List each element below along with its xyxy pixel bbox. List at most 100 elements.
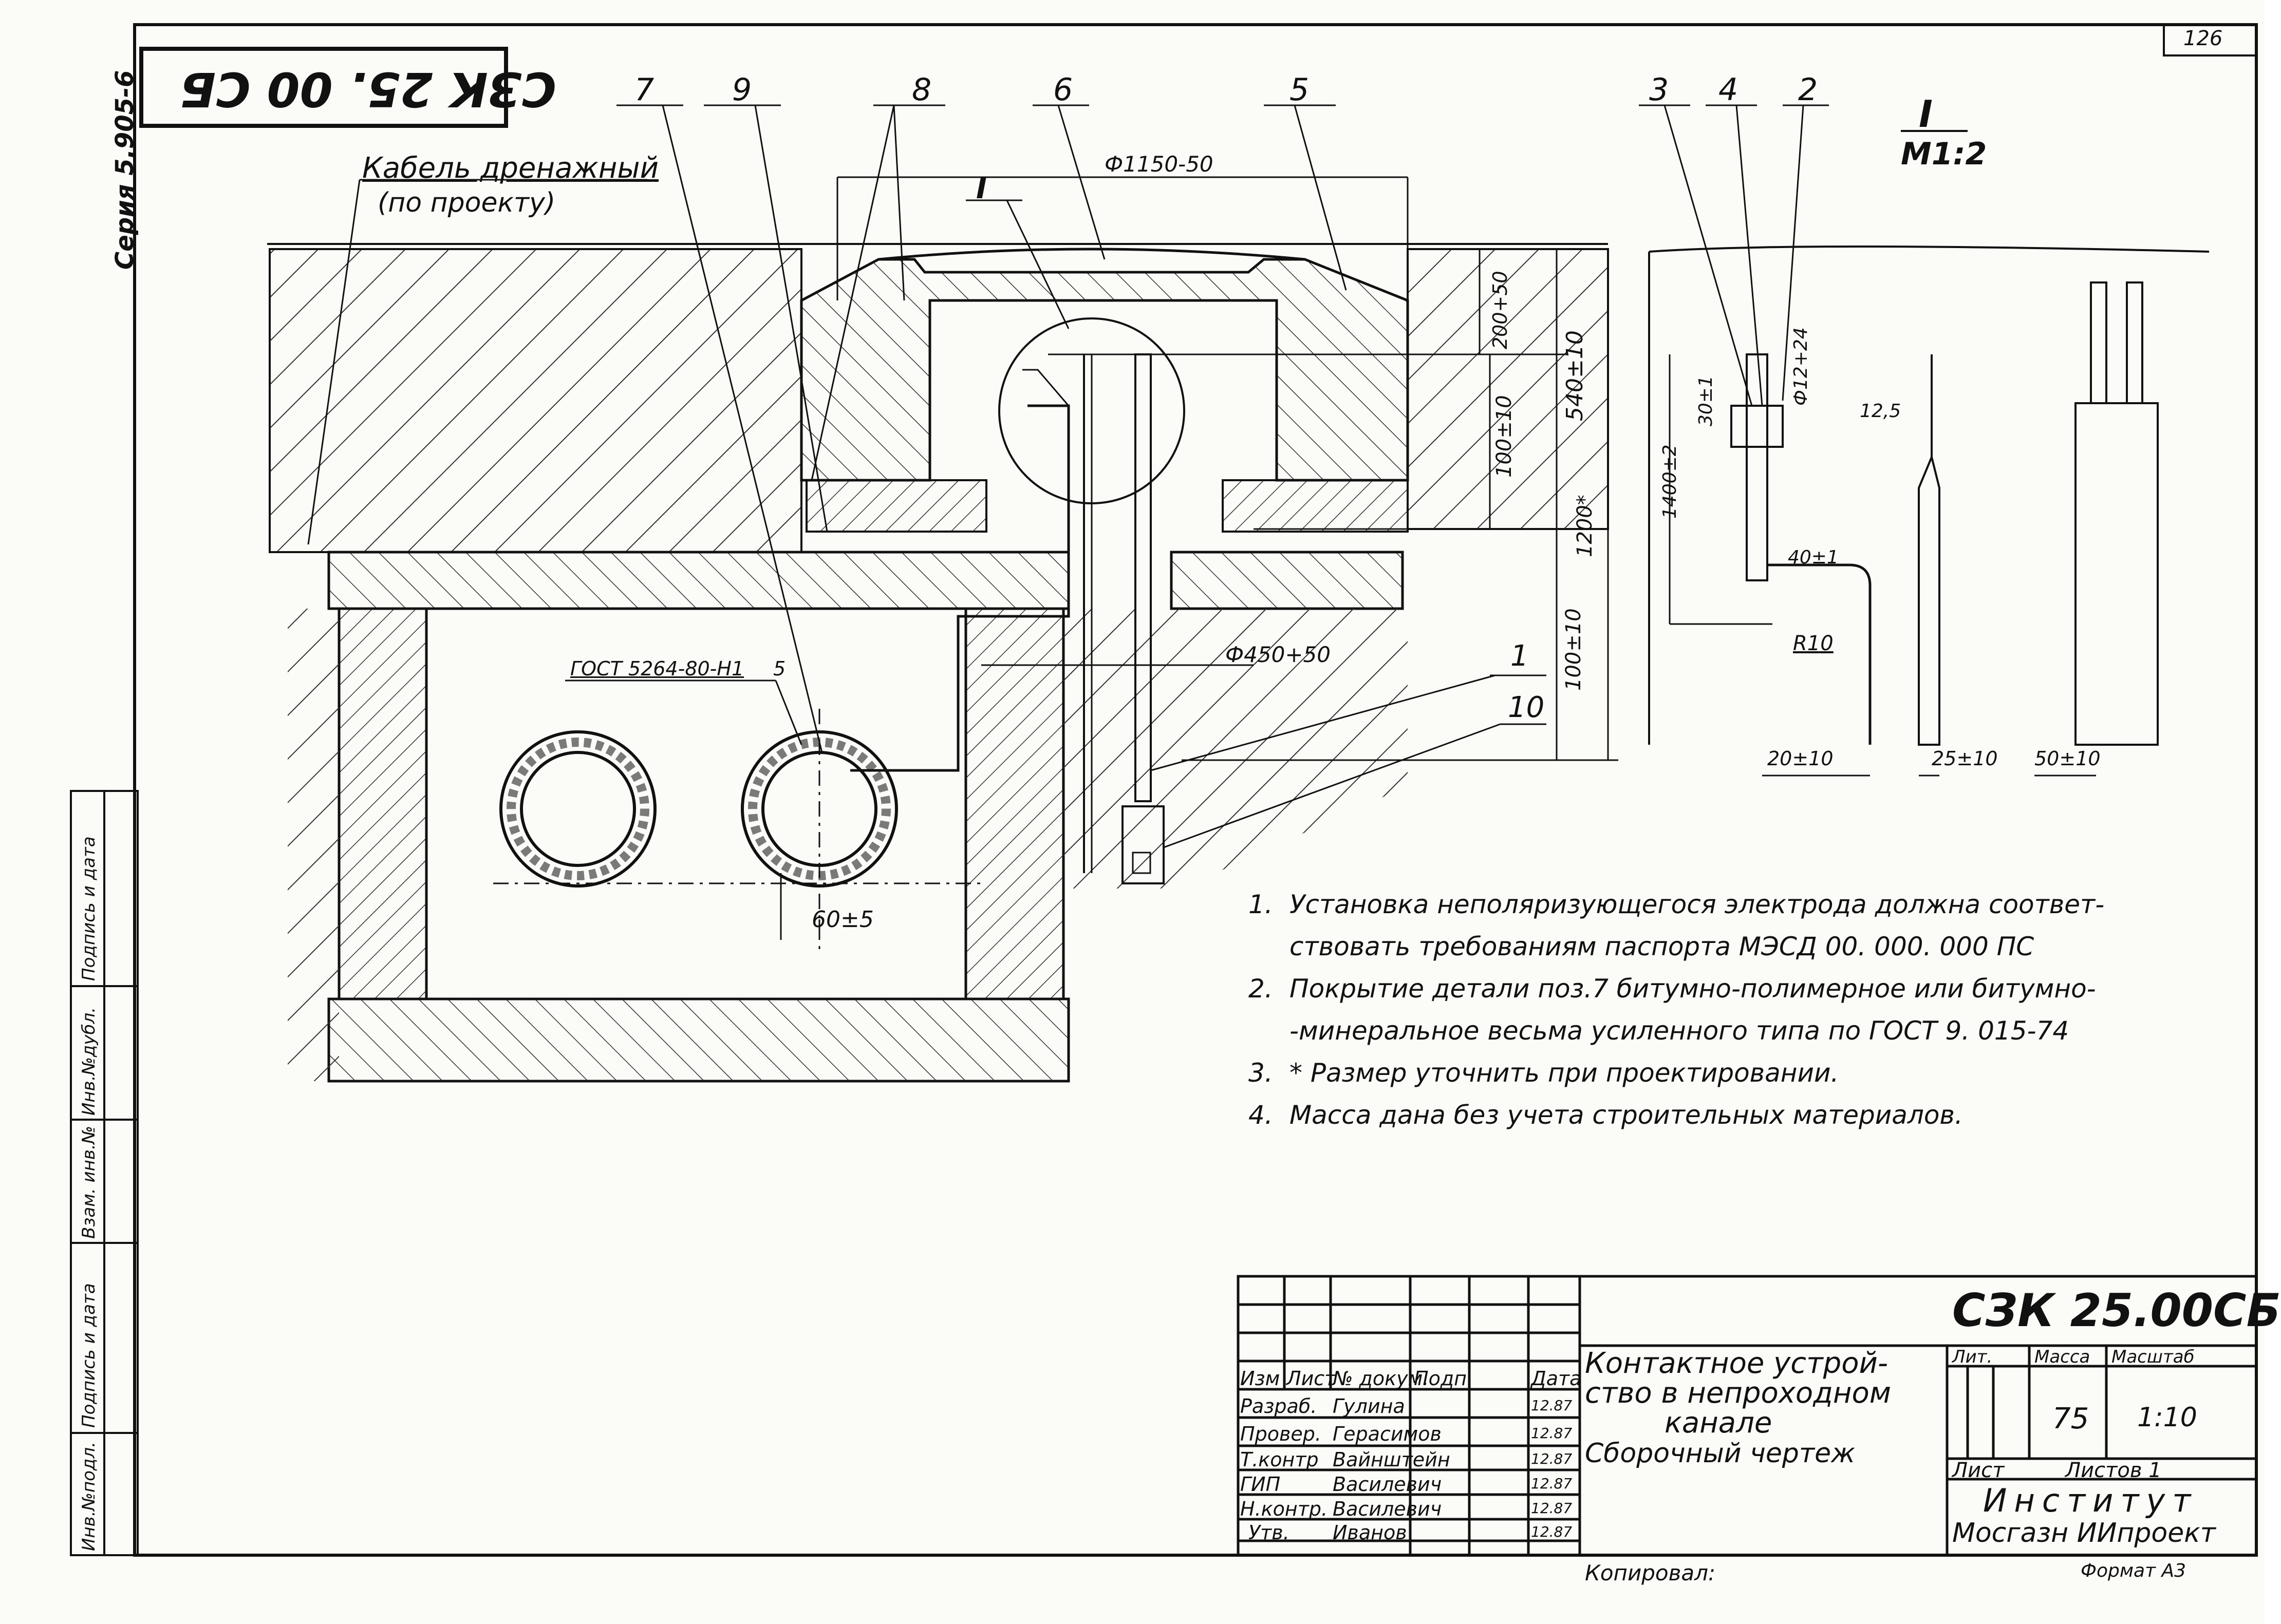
soil-hatching [269,248,802,553]
row-name-4: Василевич [1333,1473,1442,1496]
org-line-1: Институт [1983,1482,2198,1519]
row-role-4: ГИП [1240,1473,1281,1496]
note-text: ствовать требованиям паспорта МЭСД 00. 0… [1289,932,2034,961]
callout-8: 8 [912,72,932,108]
dim-540: 540±10 [1562,330,1588,421]
format-label: Формат А3 [2081,1560,2186,1581]
series-label: Серия 5.905-6 [110,70,139,270]
dim-100a: 100±10 [1492,395,1516,478]
sheet-number-box [2163,24,2257,56]
dimension-lines [836,176,1618,761]
drainage-cable-note: (по проекту) [378,187,556,218]
org-line-2: Мосгазн ИИпроект [1952,1518,2216,1549]
notes-block: 1.Установка неполяризующегося электрода … [1248,883,2235,1136]
electrode-head [1121,805,1165,884]
strip-label-3: Взам. инв.№ [79,1125,99,1239]
left-strip [70,790,139,1556]
detail-label: I [1919,92,1933,136]
soil-right-channel [1063,609,1408,889]
leader-lines [307,104,1546,940]
row-role-2: Провер. [1240,1423,1321,1445]
sheet-number: 126 [2183,27,2223,50]
row-date-2: 12.87 [1531,1425,1573,1442]
strip-label-5: Подпись и дата [79,836,99,981]
callout-2: 2 [1798,72,1818,108]
dim-detail-d12: Ф12+24 [1790,327,1811,406]
note-1-cont: ствовать требованиям паспорта МЭСД 00. 0… [1248,926,2235,968]
dim-detail-30: 30±1 [1695,375,1716,426]
callout-1: 1 [1510,639,1529,673]
dim-d1150: Ф1150-50 [1105,152,1213,177]
dim-detail-20: 20±10 [1767,747,1834,770]
note-number: 2. [1248,974,1273,1004]
callout-7: 7 [634,72,655,108]
sheets-label: Листов 1 [2065,1459,2162,1482]
row-role-3: Т.контр [1240,1448,1319,1471]
carpet-base-left [806,479,987,533]
row-role-5: Н.контр. [1240,1498,1328,1520]
note-text: -минеральное весьма усиленного типа по Г… [1289,1016,2069,1046]
title-line-4: Сборочный чертеж [1585,1438,1855,1469]
note-text: Масса дана без учета строительных матери… [1289,1100,1963,1130]
dim-detail-1400: 1400±2 [1659,444,1680,519]
dim-200: 200+50 [1489,271,1511,349]
header-list: Лист [1286,1367,1336,1390]
channel-wall-left [338,607,428,1000]
sheet-label: Лист [1952,1459,2005,1482]
drainage-cable-label: Кабель дренажный [362,152,659,185]
dim-detail-40: 40±1 [1788,547,1839,568]
note-3: 3.* Размер уточнить при проектировании. [1248,1052,2235,1094]
row-role-6: Утв. [1248,1521,1289,1544]
dim-100b: 100±10 [1562,608,1585,691]
scale-value: 1:10 [2137,1402,2197,1433]
title-line-2: ство в непроходном [1585,1376,1892,1410]
conductor-wire [850,404,1070,772]
copied-by: Копировал: [1585,1560,1716,1585]
carpet-body [800,258,1409,482]
note-2-cont: -минеральное весьма усиленного типа по Г… [1248,1010,2235,1052]
row-name-1: Гулина [1333,1395,1405,1418]
callout-9: 9 [732,72,752,108]
dim-detail-50: 50±10 [2034,747,2101,770]
pipe-left [499,730,657,887]
row-name-6: Иванов [1333,1521,1407,1544]
callout-6: 6 [1053,72,1073,108]
electrode-head-inner [1132,852,1151,874]
note-1: 1.Установка неполяризующегося электрода … [1248,883,2235,926]
carpet-lid [878,248,1305,261]
strip-label-2: Подпись и дата [79,1283,99,1428]
callout-5: 5 [1289,72,1310,108]
detail-scale: М1:2 [1901,136,1987,172]
row-date-4: 12.87 [1531,1475,1573,1492]
header-date: Дата [1531,1367,1582,1390]
carpet-base-right [1222,479,1409,533]
title-designation: СЗК 25.00СБ [1952,1284,2281,1337]
dim-detail-125: 12,5 [1860,401,1901,422]
title-line-3: канале [1665,1406,1772,1440]
row-name-2: Герасимов [1333,1423,1442,1445]
mass-value: 75 [2052,1402,2089,1436]
dim-weld: 5 [773,657,786,680]
strip-label-1: Инв.№подл. [79,1442,99,1551]
note-2: 2.Покрытие детали поз.7 битумно-полимерн… [1248,968,2235,1010]
lit-label: Лит. [1952,1347,1993,1367]
row-date-5: 12.87 [1531,1500,1573,1517]
header-docnum: № докум. [1333,1367,1429,1390]
callout-detail-I: I [976,172,987,205]
row-name-5: Василевич [1333,1498,1442,1520]
title-block-grid [1237,1275,2258,1557]
scale-label: Масштаб [2111,1347,2195,1367]
row-name-3: Вайнштейн [1333,1448,1450,1471]
note-text: * Размер уточнить при проектировании. [1289,1058,1839,1088]
cover-slab-right [1170,551,1404,610]
title-line-1: Контактное устрой- [1585,1347,1889,1380]
header-sign: Подп. [1414,1367,1473,1390]
conductor-wire-2 [1022,369,1070,406]
detail-view [1639,104,2210,777]
row-date-3: 12.87 [1531,1450,1573,1467]
channel-floor [327,997,1070,1083]
dim-gost: ГОСТ 5264-80-Н1 [570,657,744,680]
rotated-designation-box [139,47,508,128]
